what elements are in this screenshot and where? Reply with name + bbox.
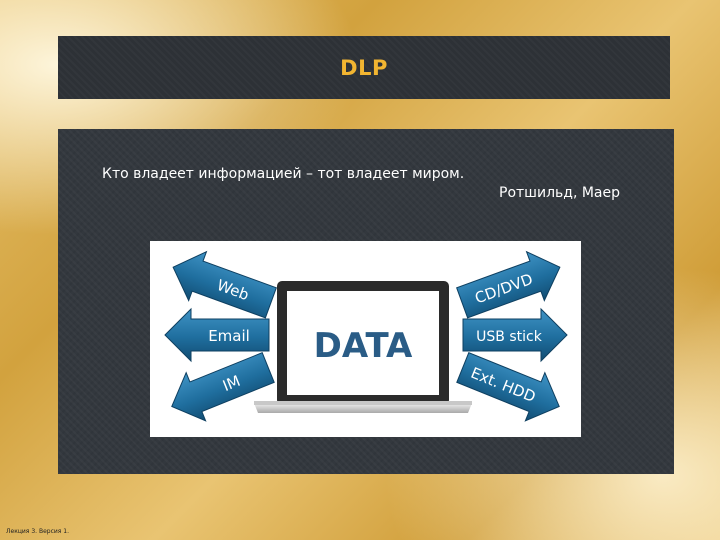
arrow-cd-dvd: CD/DVD — [456, 250, 561, 319]
laptop-icon: DATA — [254, 281, 472, 413]
dlp-illustration: DATA Web Email IM — [150, 241, 581, 437]
arrow-email: Email — [164, 307, 270, 363]
content-panel: Кто владеет информацией – тот владеет ми… — [58, 129, 674, 474]
channel-email-label: Email — [208, 327, 250, 345]
arrow-web: Web — [172, 250, 277, 319]
quote-text: Кто владеет информацией – тот владеет ми… — [102, 166, 465, 182]
footer-text: Лекция 3. Версия 1. — [6, 528, 70, 535]
slide-title: DLP — [340, 55, 388, 80]
data-label: DATA — [314, 326, 413, 366]
channel-usb-stick-label: USB stick — [476, 329, 543, 345]
channel-im-label: IM — [220, 372, 243, 395]
title-bar: DLP — [58, 36, 670, 99]
quote-author: Ротшильд, Маер — [499, 185, 621, 201]
arrow-im: IM — [171, 352, 275, 422]
arrow-usb-stick: USB stick — [462, 307, 568, 363]
arrow-ext-hdd: Ext. HDD — [456, 352, 560, 422]
